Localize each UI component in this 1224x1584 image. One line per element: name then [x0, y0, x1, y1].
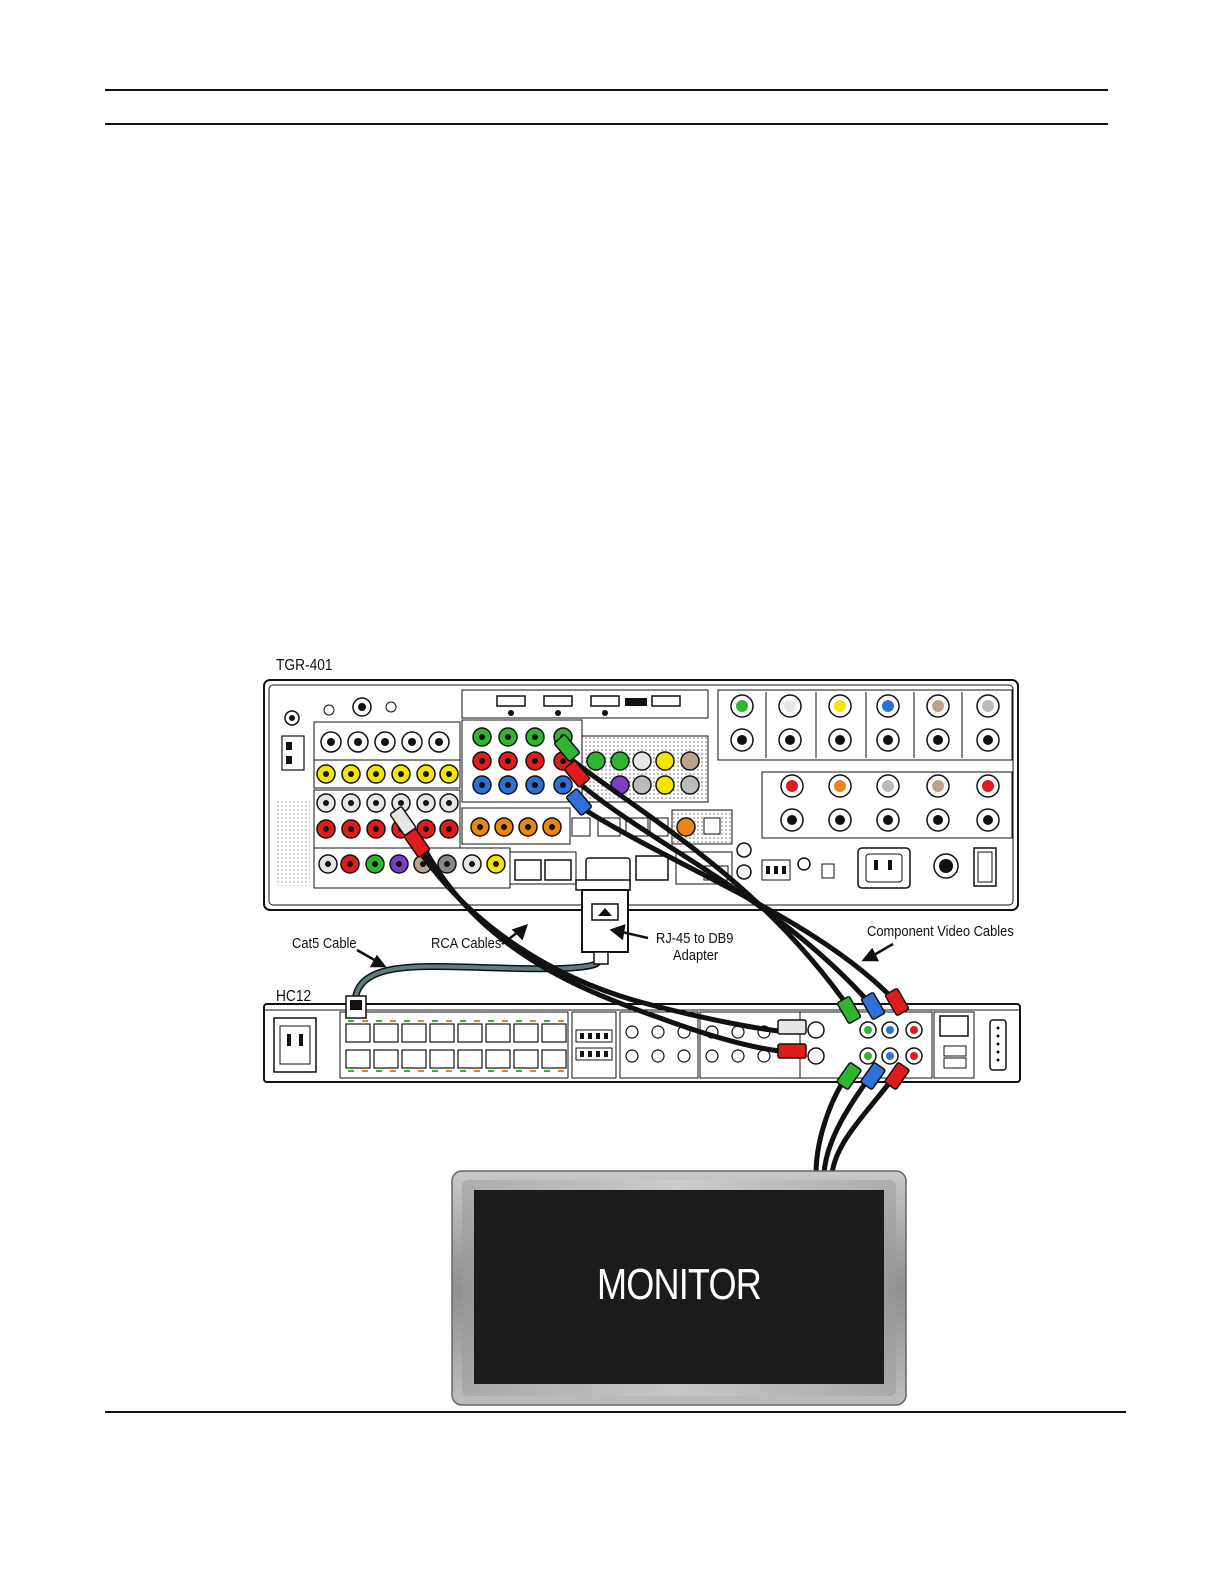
- receiver-rear-panel: [264, 680, 1018, 910]
- text-block-left: [276, 800, 310, 886]
- receiver-label: TGR-401: [276, 657, 333, 675]
- rca-cables-label: RCA Cables: [431, 935, 501, 952]
- preamp-outputs: [582, 736, 708, 802]
- controller-label: HC12: [276, 988, 311, 1006]
- adapter-label-line1: RJ-45 to DB9: [656, 930, 733, 947]
- monitor-label: MONITOR: [511, 1260, 847, 1310]
- component-cables-label: Component Video Cables: [867, 923, 1014, 940]
- cat5-cable-label: Cat5 Cable: [292, 935, 357, 952]
- adapter-label-line2: Adapter: [673, 947, 718, 964]
